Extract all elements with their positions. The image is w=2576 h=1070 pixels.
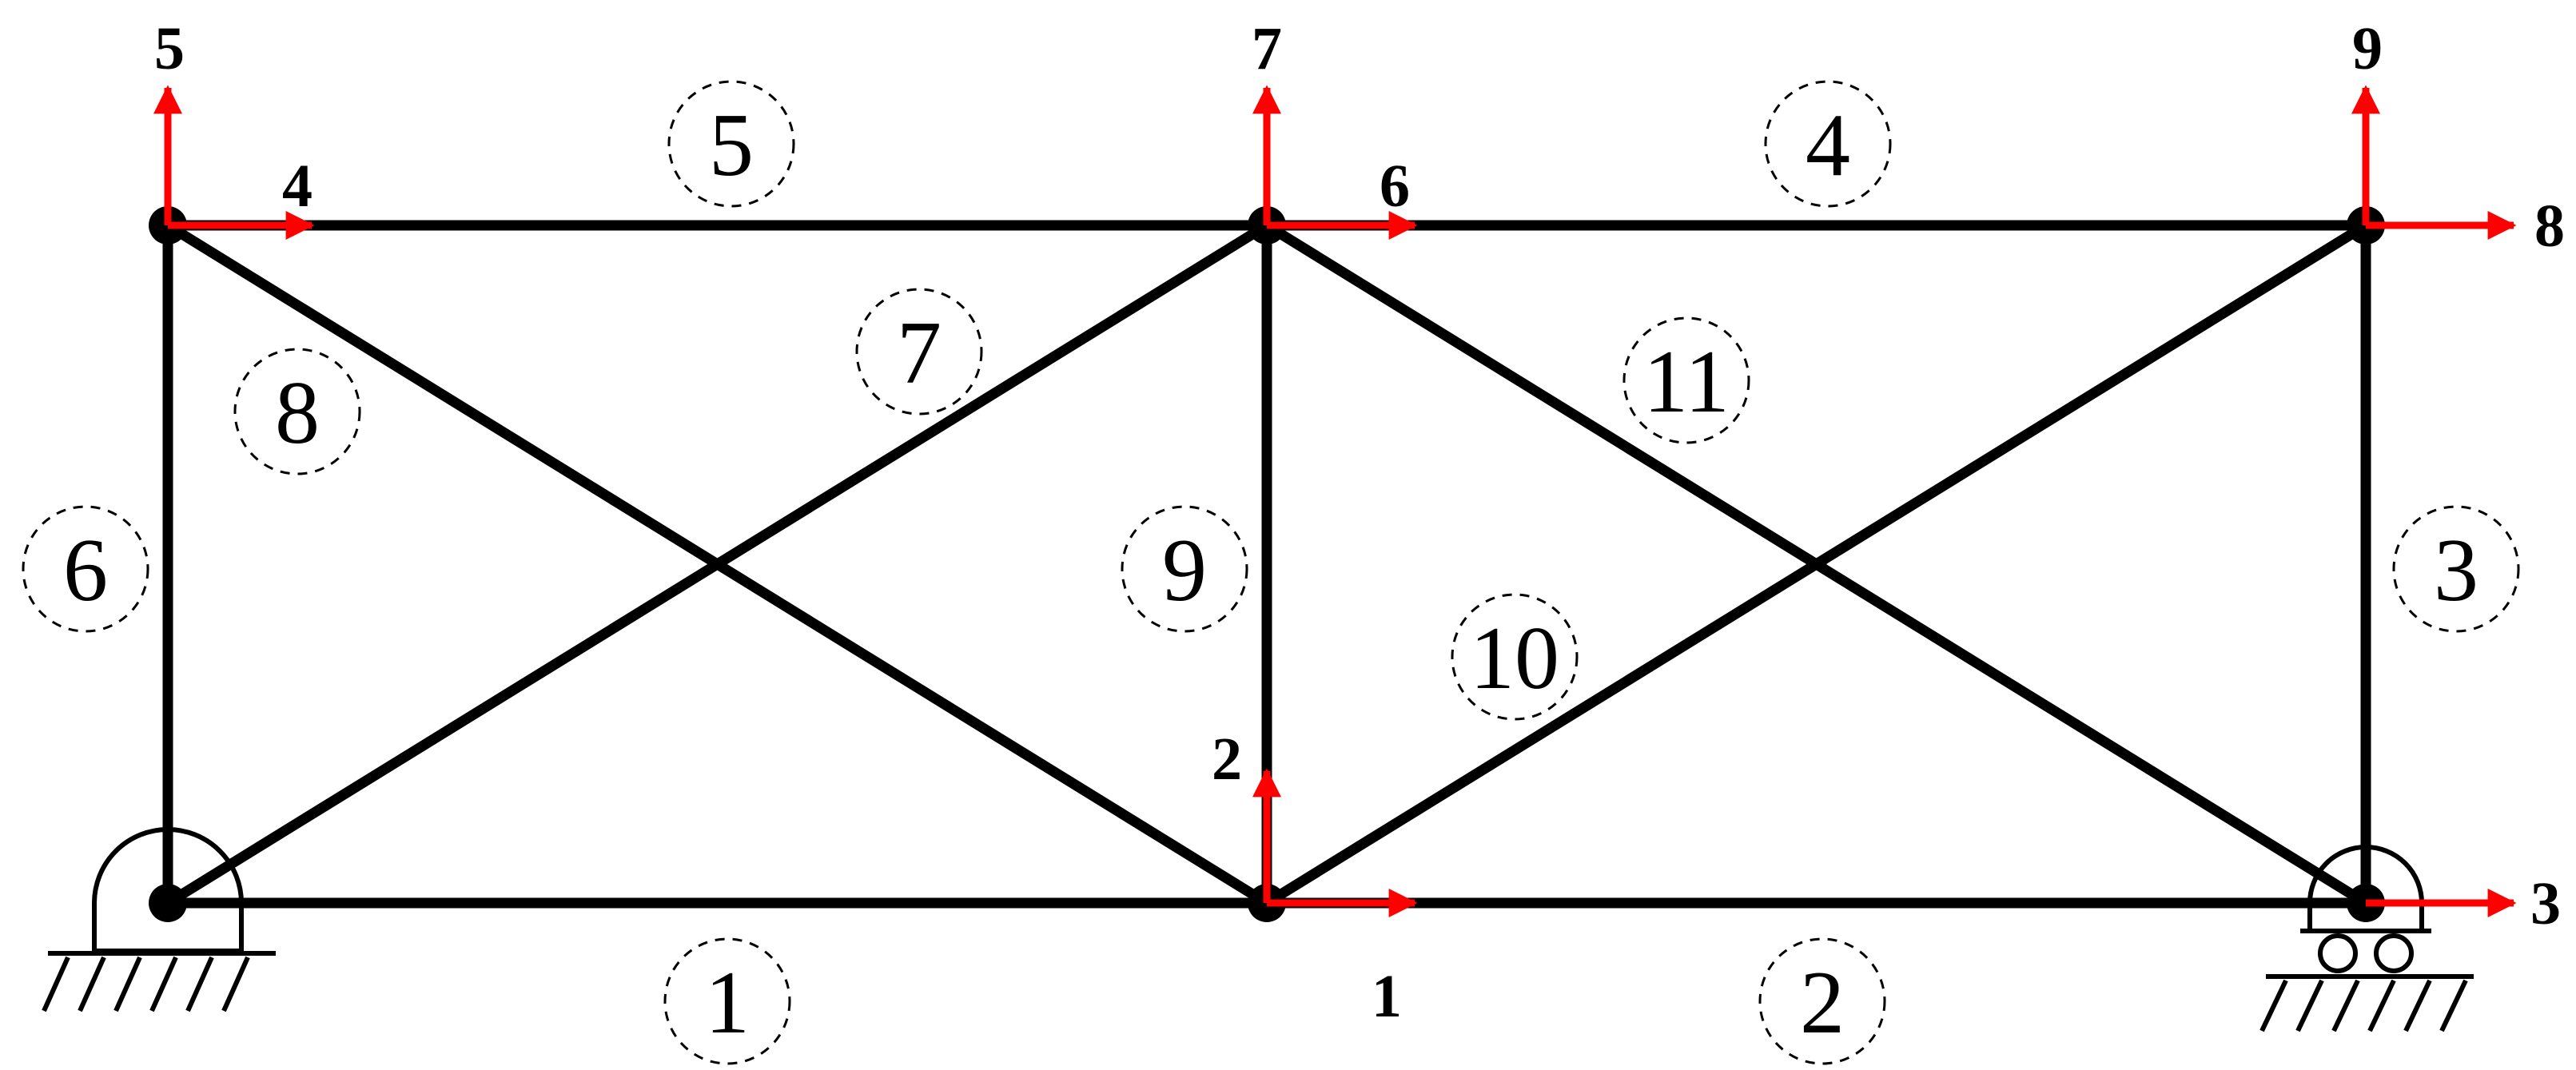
element-marker-9: 9	[1121, 505, 1248, 633]
dof-label-8: 8	[2534, 193, 2565, 260]
dof-label-3: 3	[2530, 870, 2561, 937]
dof-label-4: 4	[282, 153, 313, 220]
element-marker-11: 11	[1622, 316, 1750, 444]
element-label-8: 8	[275, 364, 320, 463]
element-label-1: 1	[705, 953, 750, 1052]
element-marker-4: 4	[1764, 80, 1892, 208]
element-label-6: 6	[63, 521, 108, 620]
element-label-5: 5	[709, 96, 754, 195]
pinned-support-icon	[42, 827, 276, 1012]
dof-label-1: 1	[1372, 963, 1402, 1030]
dof-label-7: 7	[1252, 15, 1282, 82]
roller-support-icon	[2259, 845, 2474, 1032]
element-marker-8: 8	[233, 348, 361, 475]
element-label-3: 3	[2434, 521, 2478, 620]
element-label-2: 2	[1800, 953, 1845, 1052]
dof-label-9: 9	[2352, 15, 2383, 82]
dof-label-6: 6	[1380, 153, 1410, 220]
element-marker-7: 7	[855, 288, 983, 416]
element-label-11: 11	[1643, 332, 1730, 432]
element-marker-10: 10	[1451, 593, 1579, 721]
element-marker-3: 3	[2392, 505, 2520, 633]
member-11	[1261, 220, 2371, 909]
dof-arrows	[153, 85, 2517, 917]
element-label-7: 7	[897, 304, 942, 403]
member-8	[162, 220, 1272, 909]
dof-labels: 1 2 3 4 5 6 7 8 9	[154, 15, 2565, 1030]
element-marker-5: 5	[667, 80, 795, 208]
dof-label-5: 5	[154, 15, 185, 82]
truss-members	[162, 220, 2371, 909]
element-label-9: 9	[1162, 521, 1207, 620]
element-label-4: 4	[1806, 96, 1850, 195]
element-number-markers: 1 2 3 4 5 6 7 8	[22, 80, 2520, 1065]
element-marker-2: 2	[1758, 937, 1886, 1065]
node-bottom-left	[149, 884, 187, 922]
element-label-10: 10	[1470, 609, 1559, 708]
element-marker-6: 6	[22, 505, 149, 633]
dof-label-2: 2	[1212, 726, 1242, 793]
element-marker-1: 1	[663, 937, 791, 1065]
